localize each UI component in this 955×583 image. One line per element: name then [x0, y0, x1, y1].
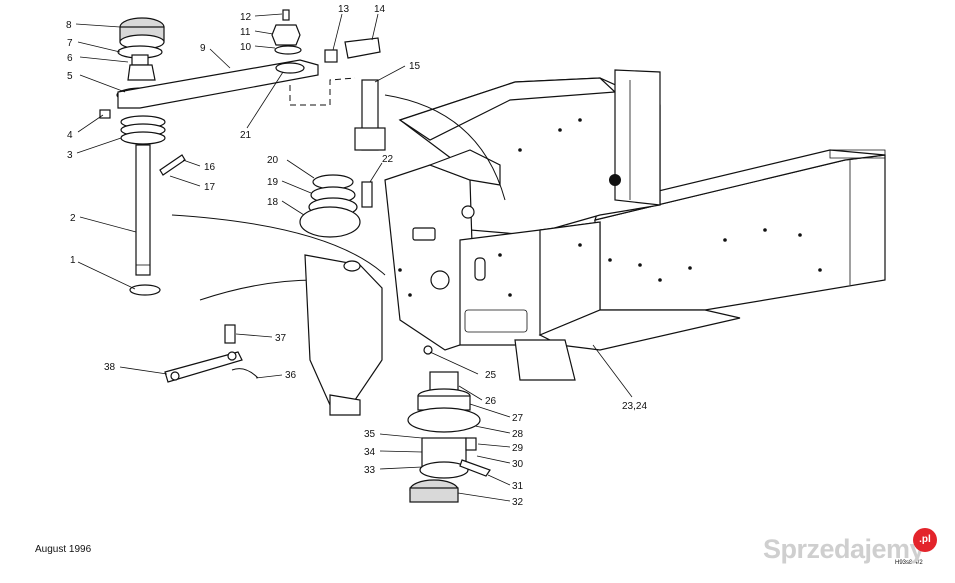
watermark-badge: .pl — [913, 528, 937, 552]
callout-15: 15 — [409, 61, 421, 72]
callout-16: 16 — [204, 162, 216, 173]
lower-bracket — [164, 254, 491, 503]
callout-32: 32 — [512, 497, 524, 508]
callout-37: 37 — [275, 333, 287, 344]
callout-7: 7 — [67, 38, 73, 49]
callout-5: 5 — [67, 71, 73, 82]
callout-25: 25 — [485, 370, 497, 381]
watermark: Sprzedajemy .pl — [763, 528, 943, 572]
callout-28: 28 — [512, 429, 524, 440]
callout-17: 17 — [204, 182, 216, 193]
callout-19: 19 — [267, 177, 279, 188]
callout-8: 8 — [66, 20, 72, 31]
callout-20: 20 — [267, 155, 279, 166]
callout-9: 9 — [200, 43, 206, 54]
callout-14: 14 — [374, 4, 386, 15]
callout-10: 10 — [240, 42, 252, 53]
callout-6: 6 — [67, 53, 73, 64]
watermark-text: Sprzedajemy — [763, 534, 925, 564]
callout-13: 13 — [338, 4, 350, 15]
callout-12: 12 — [240, 12, 252, 23]
callout-38: 38 — [104, 362, 116, 373]
callout-27: 27 — [512, 413, 524, 424]
callout-34: 34 — [364, 447, 376, 458]
callout-21: 21 — [240, 130, 252, 141]
callout-23-24: 23,24 — [622, 401, 647, 412]
callout-36: 36 — [285, 370, 297, 381]
callout-31: 31 — [512, 481, 524, 492]
spindle-assembly — [99, 17, 319, 296]
callout-11: 11 — [240, 27, 251, 38]
callout-35: 35 — [364, 429, 376, 440]
callout-2: 2 — [70, 213, 76, 224]
callout-33: 33 — [364, 465, 376, 476]
top-fasteners — [271, 9, 386, 238]
footer-date: August 1996 — [35, 544, 92, 555]
callouts: 1 2 3 4 5 6 7 8 9 10 11 12 13 14 15 16 1… — [66, 4, 647, 508]
callout-18: 18 — [267, 197, 279, 208]
drawing-reference: H93s8-4/2 — [895, 560, 923, 566]
callout-3: 3 — [67, 150, 73, 161]
callout-30: 30 — [512, 459, 524, 470]
callout-4: 4 — [67, 130, 73, 141]
callout-1: 1 — [70, 255, 76, 266]
callout-22: 22 — [382, 154, 394, 165]
callout-26: 26 — [485, 396, 497, 407]
callout-29: 29 — [512, 443, 524, 454]
chassis-frame — [171, 69, 886, 381]
